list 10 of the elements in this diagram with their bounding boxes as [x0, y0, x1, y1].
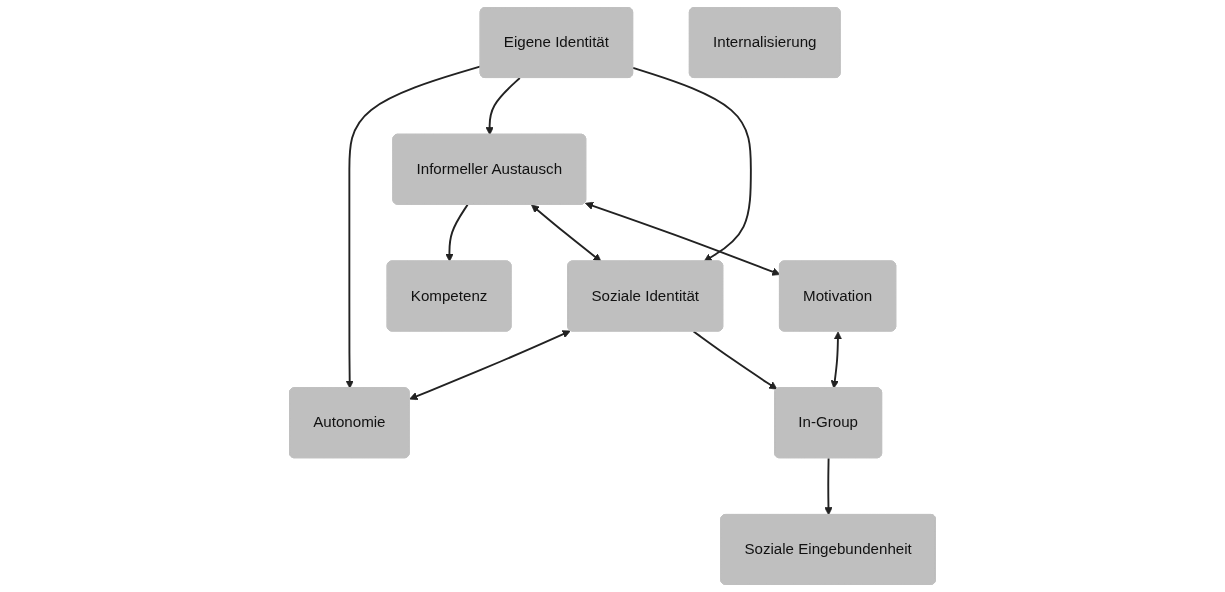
- arrow: [345, 65, 482, 389]
- arrow: [531, 204, 602, 262]
- arrow: [584, 201, 781, 276]
- arrow: [632, 66, 752, 262]
- arrow: [445, 203, 469, 262]
- arrow: [824, 457, 833, 516]
- arrow: [830, 331, 843, 389]
- arrow: [692, 330, 778, 390]
- arrow: [485, 77, 521, 136]
- arrow: [409, 330, 571, 401]
